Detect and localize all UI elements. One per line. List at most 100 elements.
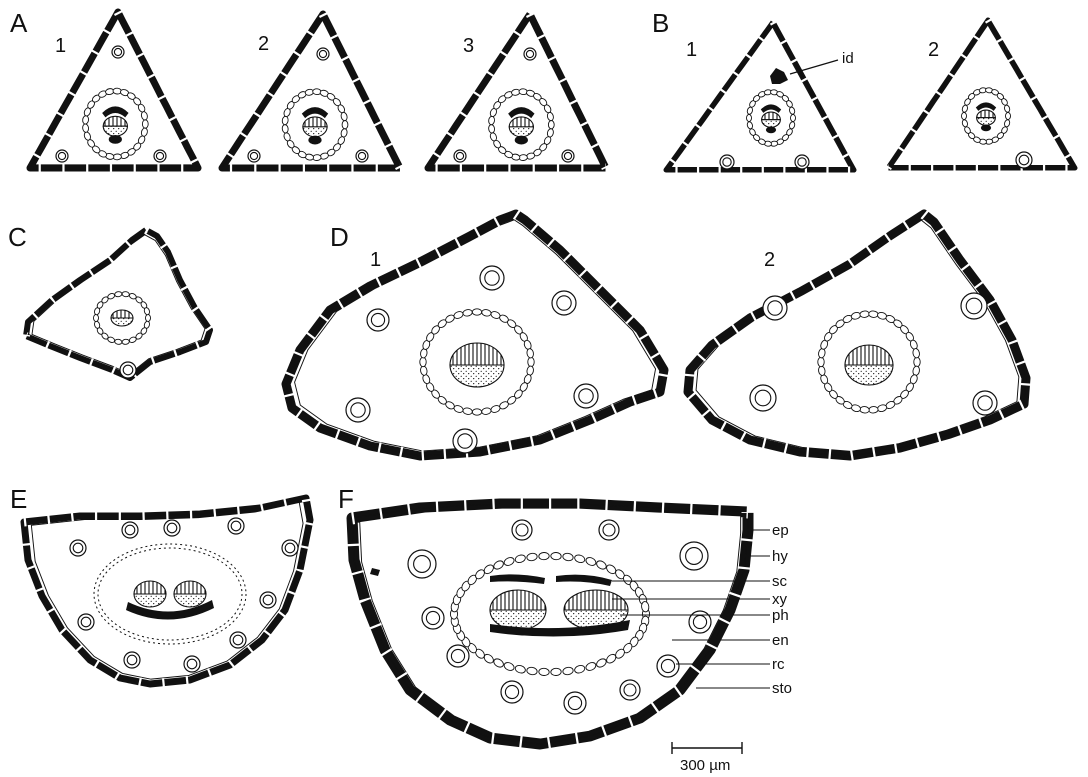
- label-ep: ep: [772, 522, 789, 539]
- resin-canal-lumen: [755, 390, 771, 406]
- resin-canal-lumen: [603, 524, 615, 536]
- endodermis-cell: [420, 357, 426, 366]
- label-sc: sc: [772, 573, 788, 590]
- resin-canal-lumen: [624, 684, 636, 696]
- section-a3: [428, 14, 606, 168]
- endodermis-cell: [122, 339, 130, 345]
- sclerenchyma-cap-lower: [515, 136, 528, 145]
- panel-letter-e: E: [10, 484, 27, 514]
- resin-canal-lumen: [263, 595, 273, 605]
- resin-canal-lumen: [526, 50, 533, 57]
- resin-canal-lumen: [351, 403, 365, 417]
- resin-canal-lumen: [1019, 155, 1029, 165]
- resin-canal-lumen: [456, 152, 463, 159]
- scale-bar: 300 µm: [672, 742, 742, 774]
- section-interior: [360, 508, 741, 739]
- sub-label-a1: 1: [55, 35, 66, 57]
- resin-canal-lumen: [426, 611, 439, 624]
- endodermis-cell: [539, 668, 550, 676]
- resin-canal-lumen: [358, 152, 365, 159]
- endodermis-cell: [860, 311, 870, 318]
- resin-canal-lumen: [81, 617, 91, 627]
- section-e: [24, 498, 310, 684]
- endodermis-cell: [114, 339, 122, 345]
- panel-letter-c: C: [8, 222, 27, 252]
- resin-canal-lumen: [661, 659, 674, 672]
- resin-canal-lumen: [458, 434, 472, 448]
- resin-canal-lumen: [978, 396, 992, 410]
- label-ph: ph: [772, 607, 789, 624]
- resin-canal-lumen: [73, 543, 83, 553]
- endodermis-cell: [472, 309, 481, 315]
- resin-canal-lumen: [127, 655, 137, 665]
- resin-canal-lumen: [557, 296, 571, 310]
- endodermis-cell: [818, 357, 824, 366]
- resin-canal-lumen: [686, 548, 703, 565]
- endodermis-cell: [282, 124, 289, 133]
- endodermis-cell: [142, 120, 148, 128]
- sub-label-b1: 1: [686, 39, 697, 61]
- sub-label-a2: 2: [258, 33, 269, 55]
- panel-letter-a: A: [10, 8, 28, 38]
- section-d2: [688, 214, 1026, 456]
- label-sto: sto: [772, 680, 792, 697]
- sclerenchyma-cap-lower: [109, 135, 122, 144]
- label-rc: rc: [772, 656, 785, 673]
- sub-label-b2: 2: [928, 39, 939, 61]
- panel-letter-b: B: [652, 8, 669, 38]
- endodermis-cell: [488, 116, 495, 125]
- resin-canal-lumen: [285, 543, 295, 553]
- callout-label-id: id: [842, 50, 854, 67]
- resin-canal-lumen: [414, 556, 431, 573]
- resin-canal-lumen: [187, 659, 197, 669]
- endodermis-cell: [548, 120, 554, 128]
- resin-canal-lumen: [167, 523, 177, 533]
- resin-canal-lumen: [371, 313, 384, 326]
- endodermis-cell: [791, 114, 796, 121]
- endodermis-cell: [747, 114, 752, 121]
- endodermis-cell: [122, 291, 130, 297]
- endodermis-cell: [551, 668, 562, 676]
- section-c: [26, 230, 210, 378]
- sub-label-d1: 1: [370, 249, 381, 271]
- section-a2: [222, 14, 400, 168]
- sclerenchyma-cap-lower: [981, 125, 991, 132]
- section-f: [352, 504, 748, 744]
- label-xy: xy: [772, 591, 788, 608]
- resin-canal-lumen: [114, 48, 121, 55]
- endodermis-cell: [114, 291, 122, 297]
- endodermis-cell: [914, 357, 920, 366]
- resin-canal-lumen: [125, 525, 135, 535]
- endodermis-cell: [539, 552, 550, 560]
- resin-canal-lumen: [58, 152, 65, 159]
- resin-canal-lumen: [250, 152, 257, 159]
- resin-canal-lumen: [768, 301, 782, 315]
- resin-canal-lumen: [156, 152, 163, 159]
- resin-canal-lumen: [233, 635, 243, 645]
- endodermis-cell: [94, 314, 99, 321]
- resin-canal-lumen: [451, 649, 464, 662]
- endodermis-cell: [528, 357, 534, 366]
- cross-sections: [24, 12, 1075, 744]
- resin-canal-lumen: [485, 271, 499, 285]
- resin-canal-lumen: [231, 521, 241, 531]
- endodermis-cell: [82, 115, 89, 124]
- resin-canal-lumen: [319, 50, 326, 57]
- sub-label-a3: 3: [463, 35, 474, 57]
- endodermis-cell: [488, 124, 495, 133]
- resin-canal-lumen: [505, 685, 518, 698]
- resin-canal-lumen: [798, 158, 806, 166]
- resin-canal-lumen: [723, 158, 731, 166]
- label-hy: hy: [772, 548, 788, 565]
- panel-letter-d: D: [330, 222, 349, 252]
- endodermis-cell: [342, 120, 348, 128]
- resin-canal-lumen: [123, 365, 133, 375]
- label-en: en: [772, 632, 789, 649]
- endodermis-cell: [868, 311, 878, 318]
- endodermis-cell: [472, 409, 481, 415]
- resin-canal-lumen: [966, 298, 982, 314]
- sclerenchyma-cap-lower: [308, 136, 321, 145]
- sclerenchyma-cap-lower: [766, 126, 776, 133]
- endodermis-cell: [282, 116, 289, 125]
